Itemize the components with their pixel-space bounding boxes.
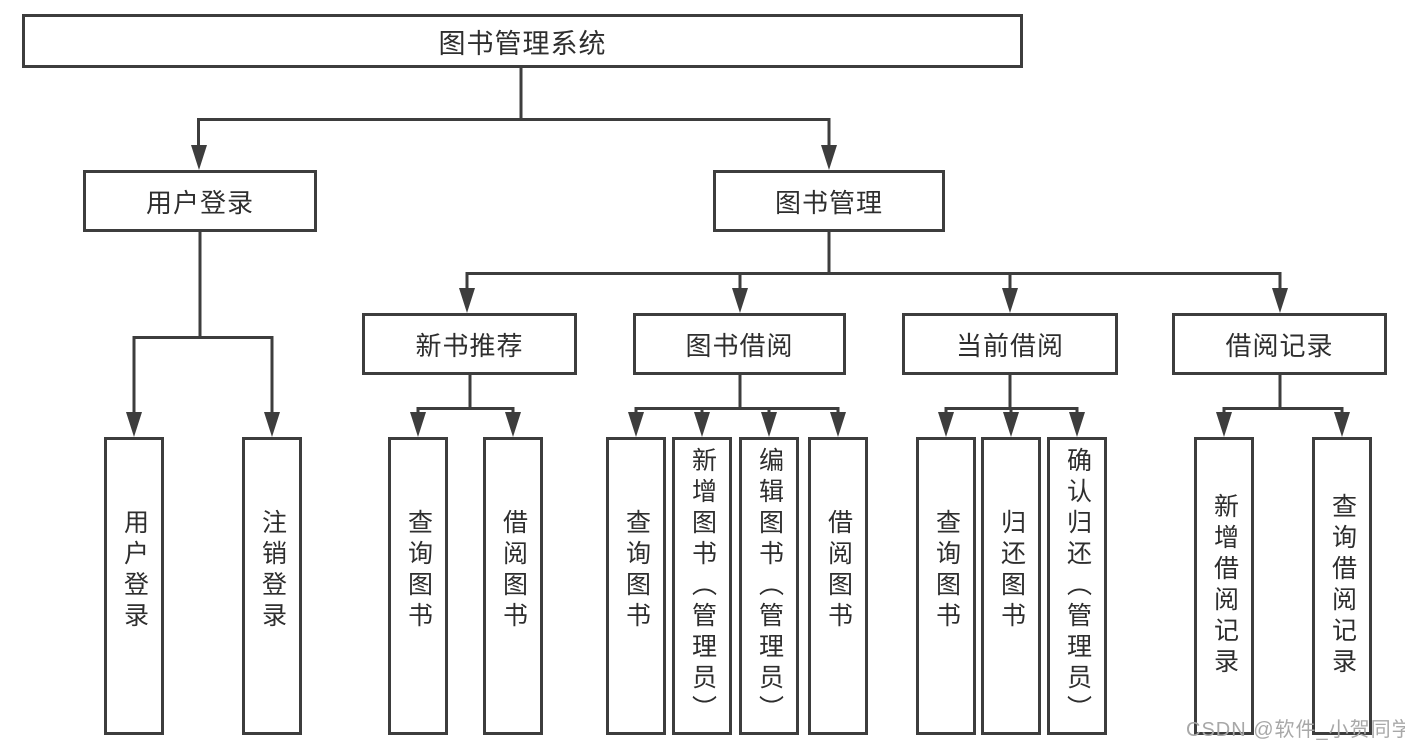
node-current-borrowing: 当前借阅: [902, 313, 1118, 375]
leaf-add-borrow-record: 新增借阅记录: [1194, 437, 1254, 735]
leaf-user-login: 用户登录: [104, 437, 164, 735]
node-new-book-recommend: 新书推荐: [362, 313, 577, 375]
arrow-down-heads: [126, 145, 1350, 437]
node-borrow-records: 借阅记录: [1172, 313, 1387, 375]
leaf-add-books-admin: 新增图书（管理员）: [672, 437, 732, 735]
leaf-confirm-return-admin: 确认归还（管理员）: [1047, 437, 1107, 735]
leaf-edit-books-admin: 编辑图书（管理员）: [739, 437, 799, 735]
connector-lines: [132, 68, 1344, 415]
leaf-logout: 注销登录: [242, 437, 302, 735]
node-book-management: 图书管理: [713, 170, 945, 232]
leaf-query-books-recommend: 查询图书: [388, 437, 448, 735]
csdn-watermark: CSDN @软件_小贺同学: [1186, 719, 1405, 741]
node-system-root: 图书管理系统: [22, 14, 1023, 68]
node-user-login: 用户登录: [83, 170, 317, 232]
node-book-borrowing: 图书借阅: [633, 313, 846, 375]
leaf-query-books-borrowing: 查询图书: [606, 437, 666, 735]
leaf-borrow-books: 借阅图书: [808, 437, 868, 735]
leaf-query-borrow-record: 查询借阅记录: [1312, 437, 1372, 735]
leaf-query-books-current: 查询图书: [916, 437, 976, 735]
leaf-borrow-books-recommend: 借阅图书: [483, 437, 543, 735]
leaf-return-books: 归还图书: [981, 437, 1041, 735]
